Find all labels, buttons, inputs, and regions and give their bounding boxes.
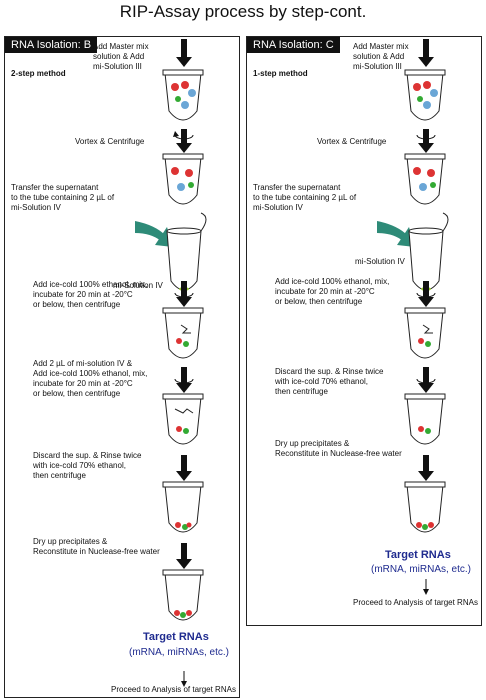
step-dry-up: Dry up precipitates & Reconstitute in Nu…	[33, 537, 160, 556]
down-arrow-icon	[418, 129, 434, 153]
step-dry-up: Dry up precipitates & Reconstitute in Nu…	[275, 439, 402, 458]
proceed-label: Proceed to Analysis of target RNAs	[111, 685, 236, 694]
thin-arrow-icon	[423, 579, 429, 595]
down-arrow-icon	[176, 367, 192, 393]
thin-arrow-icon	[181, 671, 187, 687]
step-discard: Discard the sup. & Rinse twice with ice-…	[33, 451, 142, 480]
tube-icon	[404, 307, 446, 359]
panel-rna-isolation-b: RNA Isolation: B 2-step method	[4, 36, 240, 698]
down-arrow-icon	[418, 39, 434, 67]
tube-icon	[404, 69, 446, 121]
tube-icon	[162, 393, 204, 445]
open-tube-icon	[166, 212, 207, 291]
label-mi-solution-iv: mi-Solution IV	[113, 281, 163, 290]
proceed-label: Proceed to Analysis of target RNAs	[353, 598, 478, 607]
step-vortex: Vortex & Centrifuge	[75, 137, 145, 146]
step-add-master-mix: Add Master mix solution & Add mi-Solutio…	[93, 42, 149, 71]
panel-header: RNA Isolation: B	[5, 37, 98, 53]
step-discard: Discard the sup. & Rinse twice with ice-…	[275, 367, 384, 396]
tube-icon	[162, 153, 204, 205]
method-label: 1-step method	[253, 69, 308, 78]
step-ethanol: Add ice-cold 100% ethanol, mix, incubate…	[33, 280, 148, 309]
tube-icon	[404, 153, 446, 205]
panel-rna-isolation-c: RNA Isolation: C 1-step method	[246, 36, 482, 626]
panel-header: RNA Isolation: C	[247, 37, 340, 53]
tube-icon	[162, 307, 204, 359]
down-arrow-icon	[418, 367, 434, 393]
target-rnas-sub: (mRNA, miRNAs, etc.)	[129, 647, 229, 658]
tube-icon	[162, 569, 204, 621]
target-rnas-label: Target RNAs	[143, 631, 209, 643]
step-vortex: Vortex & Centrifuge	[317, 137, 387, 146]
open-tube-icon	[408, 212, 449, 291]
target-rnas-label: Target RNAs	[385, 549, 451, 561]
step-ethanol: Add ice-cold 100% ethanol, mix, incubate…	[275, 277, 390, 306]
step-transfer: Transfer the supernatant to the tube con…	[253, 183, 357, 212]
down-arrow-icon	[176, 455, 192, 481]
down-arrow-icon	[418, 281, 434, 307]
label-mi-solution-iv: mi-Solution IV	[355, 257, 405, 266]
tube-icon	[404, 393, 446, 445]
down-arrow-icon	[418, 455, 434, 481]
down-arrow-icon	[176, 543, 192, 569]
page-title: RIP-Assay process by step-cont.	[119, 2, 367, 21]
step-transfer: Transfer the supernatant to the tube con…	[11, 183, 115, 212]
tube-icon	[404, 481, 446, 533]
target-rnas-sub: (mRNA, miRNAs, etc.)	[371, 564, 471, 575]
down-arrow-icon	[176, 39, 192, 67]
tube-icon	[162, 481, 204, 533]
down-arrow-icon	[176, 281, 192, 307]
method-label: 2-step method	[11, 69, 66, 78]
down-arrow-icon	[176, 129, 192, 153]
step-add-master-mix: Add Master mix solution & Add mi-Solutio…	[353, 42, 409, 71]
tube-icon	[162, 69, 204, 121]
step-add-mi-solution: Add 2 µL of mi-solution IV & Add ice-col…	[33, 359, 148, 398]
process-flow-graphics	[377, 39, 449, 595]
process-flow-graphics	[135, 39, 207, 687]
